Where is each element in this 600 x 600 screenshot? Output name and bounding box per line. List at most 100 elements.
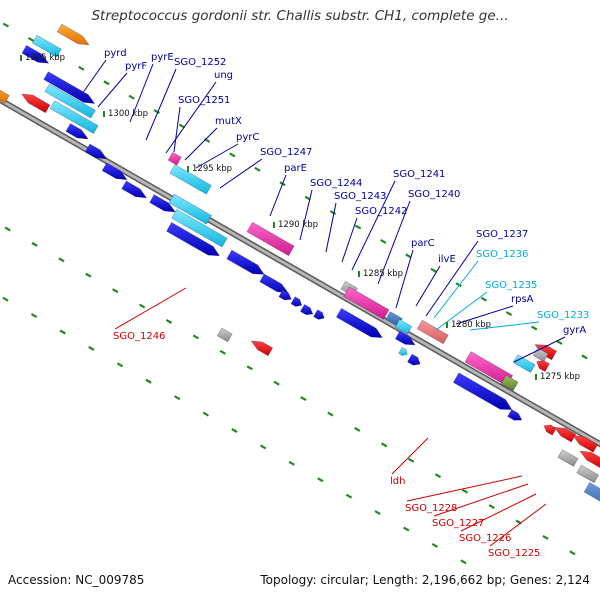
- gene-label[interactable]: SGO_1227: [432, 518, 484, 529]
- forward-gene-arrow[interactable]: [407, 353, 421, 366]
- feature-box[interactable]: [32, 34, 62, 58]
- tick-label: 1295 kbp: [192, 164, 232, 174]
- gene-label[interactable]: SGO_1226: [459, 533, 511, 544]
- label-leader-line: [395, 249, 414, 309]
- feature-box[interactable]: [167, 151, 182, 166]
- gene-label[interactable]: ilvE: [438, 254, 456, 265]
- feature-box[interactable]: [583, 482, 600, 514]
- gene-label[interactable]: ung: [214, 70, 233, 81]
- feature-box[interactable]: [500, 374, 519, 392]
- gc-dot: [569, 550, 576, 556]
- gc-dot: [531, 325, 538, 331]
- reverse-gene-arrow[interactable]: [536, 360, 550, 372]
- feature-box[interactable]: [394, 318, 413, 335]
- feature-box[interactable]: [0, 85, 10, 104]
- forward-gene-arrow[interactable]: [149, 194, 176, 213]
- gene-label[interactable]: ldh: [390, 476, 405, 487]
- gene-label[interactable]: SGO_1243: [334, 191, 386, 202]
- gene-label[interactable]: pyrC: [236, 132, 259, 143]
- gene-label[interactable]: SGO_1235: [485, 280, 537, 291]
- gene-label[interactable]: gyrA: [563, 325, 586, 336]
- label-leader-line: [165, 81, 217, 154]
- forward-gene-arrow[interactable]: [259, 273, 289, 294]
- gene-label[interactable]: SGO_1252: [174, 57, 226, 68]
- forward-gene-arrow[interactable]: [84, 143, 108, 160]
- forward-gene-arrow[interactable]: [226, 249, 265, 275]
- gene-label[interactable]: SGO_1233: [537, 310, 589, 321]
- gc-dot: [116, 362, 124, 368]
- gc-dot: [4, 226, 11, 232]
- gc-dot: [380, 239, 387, 244]
- label-leader-line: [325, 202, 337, 253]
- feature-box[interactable]: [44, 83, 96, 119]
- feature-box[interactable]: [216, 327, 233, 343]
- reverse-gene-arrow[interactable]: [579, 450, 600, 469]
- feature-box[interactable]: [171, 209, 228, 248]
- gene-label[interactable]: parE: [284, 163, 307, 174]
- gc-dot: [174, 395, 181, 401]
- label-leader-line: [195, 143, 239, 169]
- gene-label[interactable]: mutX: [215, 116, 242, 127]
- label-leader-line: [455, 305, 514, 325]
- gene-label[interactable]: SGO_1225: [488, 548, 540, 559]
- forward-gene-arrow[interactable]: [121, 180, 148, 199]
- forward-gene-arrow[interactable]: [394, 330, 416, 346]
- reverse-gene-arrow[interactable]: [250, 340, 274, 357]
- forward-gene-arrow[interactable]: [65, 123, 89, 140]
- gene-label[interactable]: SGO_1240: [408, 189, 460, 200]
- label-leader-line: [219, 158, 263, 189]
- gene-label[interactable]: SGO_1237: [476, 229, 528, 240]
- feature-box[interactable]: [246, 221, 295, 257]
- gene-label[interactable]: SGO_1246: [113, 331, 165, 342]
- label-leader-line: [391, 437, 429, 475]
- gene-label[interactable]: SGO_1241: [393, 169, 445, 180]
- gc-dot: [2, 22, 10, 28]
- forward-gene-arrow[interactable]: [43, 71, 96, 104]
- tick-label: 1285 kbp: [363, 269, 403, 279]
- feature-box[interactable]: [557, 449, 579, 467]
- forward-gene-arrow[interactable]: [56, 23, 90, 46]
- gene-label[interactable]: pyrE: [151, 52, 174, 63]
- forward-gene-arrow[interactable]: [335, 307, 383, 338]
- feature-box[interactable]: [343, 286, 390, 320]
- forward-gene-arrow[interactable]: [101, 162, 128, 181]
- feature-box[interactable]: [416, 319, 449, 345]
- feature-box[interactable]: [576, 464, 600, 484]
- gc-dot: [581, 354, 588, 360]
- forward-gene-arrow[interactable]: [398, 346, 408, 356]
- forward-gene-arrow[interactable]: [290, 296, 303, 307]
- gene-label[interactable]: SGO_1244: [310, 178, 362, 189]
- label-leader-line: [299, 189, 313, 241]
- forward-gene-arrow[interactable]: [507, 409, 523, 421]
- gene-label[interactable]: rpsA: [511, 294, 534, 305]
- gene-label[interactable]: SGO_1228: [405, 503, 457, 514]
- label-leader-line: [435, 291, 488, 331]
- gene-label[interactable]: pyrd: [104, 48, 127, 59]
- reverse-gene-arrow[interactable]: [543, 424, 557, 436]
- forward-gene-arrow[interactable]: [166, 222, 220, 257]
- label-leader-line: [406, 475, 523, 502]
- forward-gene-arrow[interactable]: [21, 44, 50, 64]
- forward-gene-arrow[interactable]: [300, 304, 314, 316]
- forward-gene-arrow[interactable]: [313, 309, 325, 320]
- reverse-gene-arrow[interactable]: [553, 426, 577, 443]
- reverse-gene-arrow[interactable]: [21, 93, 51, 114]
- gc-dot: [288, 460, 295, 466]
- forward-gene-arrow[interactable]: [452, 372, 513, 410]
- gene-label[interactable]: SGO_1236: [476, 249, 528, 260]
- label-leader-line: [489, 503, 547, 547]
- feature-box[interactable]: [49, 100, 99, 134]
- tick-label: 1290 kbp: [278, 220, 318, 230]
- gene-label[interactable]: pyrF: [125, 61, 147, 72]
- feature-box[interactable]: [169, 164, 212, 195]
- gene-label[interactable]: SGO_1242: [355, 206, 407, 217]
- feature-box[interactable]: [168, 193, 212, 225]
- gene-label[interactable]: SGO_1247: [260, 147, 312, 158]
- gene-label[interactable]: parC: [411, 238, 435, 249]
- genome-summary: Topology: circular; Length: 2,196,662 bp…: [260, 573, 590, 587]
- forward-gene-arrow[interactable]: [278, 289, 292, 301]
- gene-label[interactable]: SGO_1251: [178, 95, 230, 106]
- reverse-gene-arrow[interactable]: [572, 435, 599, 453]
